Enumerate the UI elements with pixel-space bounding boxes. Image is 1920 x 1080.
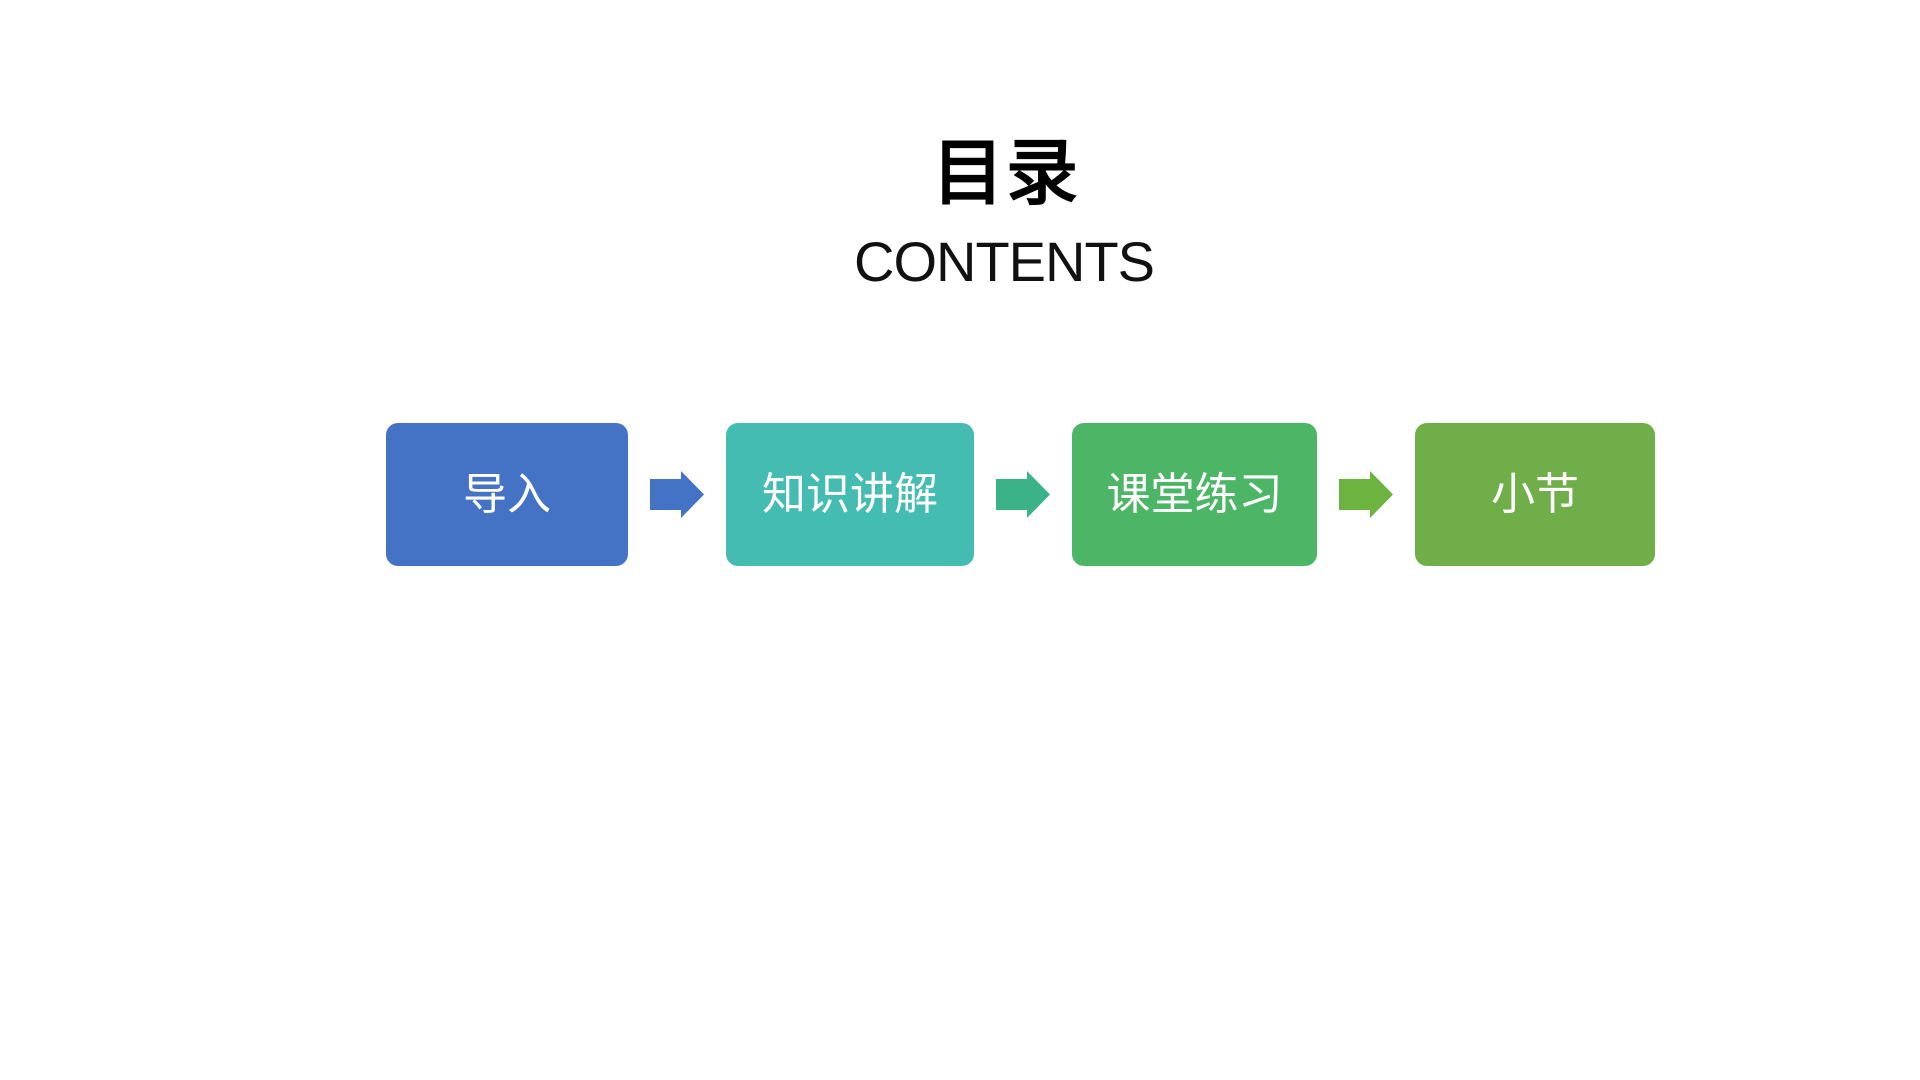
flow-step-knowledge[interactable]: 知识讲解 <box>726 423 974 566</box>
page-subtitle: CONTENTS <box>854 230 1155 293</box>
flow-step-summary-label: 小节 <box>1491 469 1579 519</box>
flow-step-intro[interactable]: 导入 <box>386 423 628 566</box>
right-arrow-icon <box>650 471 704 518</box>
right-arrow-icon <box>1339 471 1393 518</box>
flow-step-intro-label: 导入 <box>463 469 551 519</box>
flow-step-practice[interactable]: 课堂练习 <box>1072 423 1317 566</box>
flow-step-summary[interactable]: 小节 <box>1415 423 1655 566</box>
flow-step-knowledge-label: 知识讲解 <box>762 469 938 519</box>
right-arrow-icon <box>996 471 1050 518</box>
page-title: 目录 <box>931 134 1080 214</box>
flow-diagram: 导入 知识讲解 课堂练习 小节 <box>386 423 1655 566</box>
flow-step-practice-label: 课堂练习 <box>1106 469 1283 519</box>
